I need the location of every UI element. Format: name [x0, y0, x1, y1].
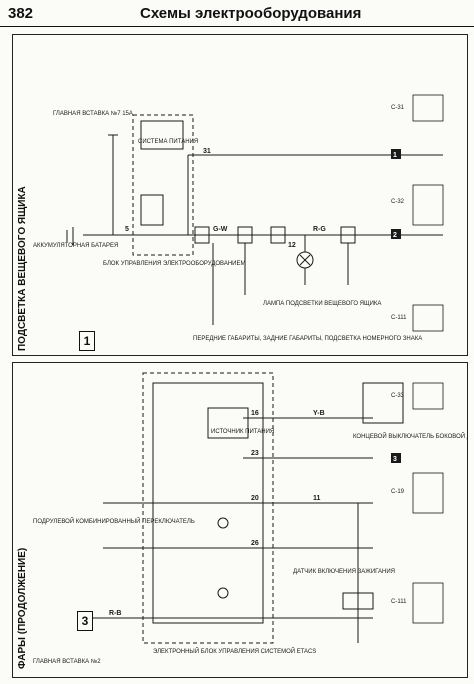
- label-battery: АККУМУЛЯТОРНАЯ БАТАРЕЯ: [33, 243, 118, 249]
- connector-label: C-111: [391, 315, 407, 321]
- connector-label: C-33: [391, 393, 405, 399]
- panel-number: 1: [79, 331, 95, 351]
- label-door-switch: ДАТЧИК ВКЛЮЧЕНИЯ ЗАЖИГАНИЯ: [293, 569, 395, 575]
- wiring-diagram-top: СИСТЕМА ПИТАНИЯ ГЛАВНАЯ ВСТАВКА №7 15А Б…: [33, 94, 444, 342]
- wire-code: R-G: [313, 226, 326, 233]
- page-header: 382 Схемы электрооборудования: [0, 0, 474, 27]
- ground-mark: [391, 229, 401, 239]
- diagram-panel-bottom: ИСТОЧНИК ПИТАНИЯ ГЛАВНАЯ ВСТАВКА №2 ПОДР…: [12, 362, 468, 678]
- ground-symbol: [217, 517, 229, 529]
- connector-box: [342, 592, 374, 610]
- ground-mark-label: 1: [393, 152, 397, 159]
- wire-code: 5: [125, 226, 129, 233]
- page-title: Схемы электрооборудования: [140, 5, 362, 22]
- wire-code: 11: [313, 495, 321, 502]
- connector-label: C-31: [391, 105, 405, 111]
- ground-symbol: [217, 587, 229, 599]
- connector-label: C-19: [391, 489, 405, 495]
- connector-icon: [412, 184, 444, 226]
- connector-label: C-111: [391, 599, 407, 605]
- control-block-outline: [132, 114, 194, 256]
- ground-mark: [391, 149, 401, 159]
- power-system-box: [140, 120, 184, 150]
- wire-code: 26: [251, 540, 259, 547]
- connector-icon: [412, 304, 444, 332]
- label-control-unit: ЭЛЕКТРОННЫЙ БЛОК УПРАВЛЕНИЯ СИСТЕМОЙ ETA…: [153, 647, 316, 655]
- ground-mark-label: 3: [393, 456, 397, 463]
- wire-code: 20: [251, 495, 259, 502]
- relay-box: [140, 194, 164, 226]
- wire-code: 12: [288, 242, 296, 249]
- label-power-source: ИСТОЧНИК ПИТАНИЯ: [211, 429, 274, 435]
- wire-code: 23: [251, 450, 259, 457]
- ground-mark-label: 2: [393, 232, 397, 239]
- connector-icon: [412, 472, 444, 514]
- label-door-lamp: КОНЦЕВОЙ ВЫКЛЮЧАТЕЛЬ БОКОВОЙ ДВЕРИ (ПЕРЕ…: [353, 432, 467, 440]
- connector-icon: [412, 582, 444, 624]
- wire-code: 16: [251, 410, 259, 417]
- wire-code: G-W: [213, 226, 228, 233]
- fuse-box-3: [270, 226, 286, 244]
- power-source-box: [207, 407, 249, 439]
- panel-title: ПОДСВЕТКА ВЕЩЕВОГО ЯЩИКА: [17, 186, 28, 351]
- label-switch: ПОДРУЛЕВОЙ КОМБИНИРОВАННЫЙ ПЕРЕКЛЮЧАТЕЛЬ: [33, 517, 195, 525]
- label-lamp: ЛАМПА ПОДСВЕТКИ ВЕЩЕВОГО ЯЩИКА: [263, 301, 381, 307]
- diagram-panel-top: СИСТЕМА ПИТАНИЯ ГЛАВНАЯ ВСТАВКА №7 15А Б…: [12, 34, 468, 356]
- door-switch-box: [362, 382, 404, 424]
- label-control-block: БЛОК УПРАВЛЕНИЯ ЭЛЕКТРООБОРУДОВАНИЕМ: [103, 261, 246, 267]
- panel-title: ФАРЫ (ПРОДОЛЖЕНИЕ): [17, 547, 28, 669]
- fuse-box-1: [194, 226, 210, 244]
- wire-code: 31: [203, 148, 211, 155]
- connector-icon: [412, 94, 444, 122]
- wire-code: Y-B: [313, 410, 325, 417]
- label-main-fuse: ГЛАВНАЯ ВСТАВКА №2: [33, 658, 101, 665]
- wire-code: R-B: [109, 610, 121, 617]
- label-power-system: СИСТЕМА ПИТАНИЯ: [138, 139, 198, 145]
- label-main-fuse: ГЛАВНАЯ ВСТАВКА №7 15А: [53, 110, 133, 117]
- connector-label: C-32: [391, 199, 405, 205]
- label-front-markers: ПЕРЕДНИЕ ГАБАРИТЫ, ЗАДНИЕ ГАБАРИТЫ, ПОДС…: [193, 336, 422, 342]
- panel-number: 3: [77, 611, 93, 631]
- connector-icon: [412, 382, 444, 410]
- ground-mark: [391, 453, 401, 463]
- wiring-diagram-bottom: ИСТОЧНИК ПИТАНИЯ ГЛАВНАЯ ВСТАВКА №2 ПОДР…: [33, 372, 467, 665]
- control-unit-outline: [142, 372, 274, 644]
- page-number: 382: [8, 5, 34, 22]
